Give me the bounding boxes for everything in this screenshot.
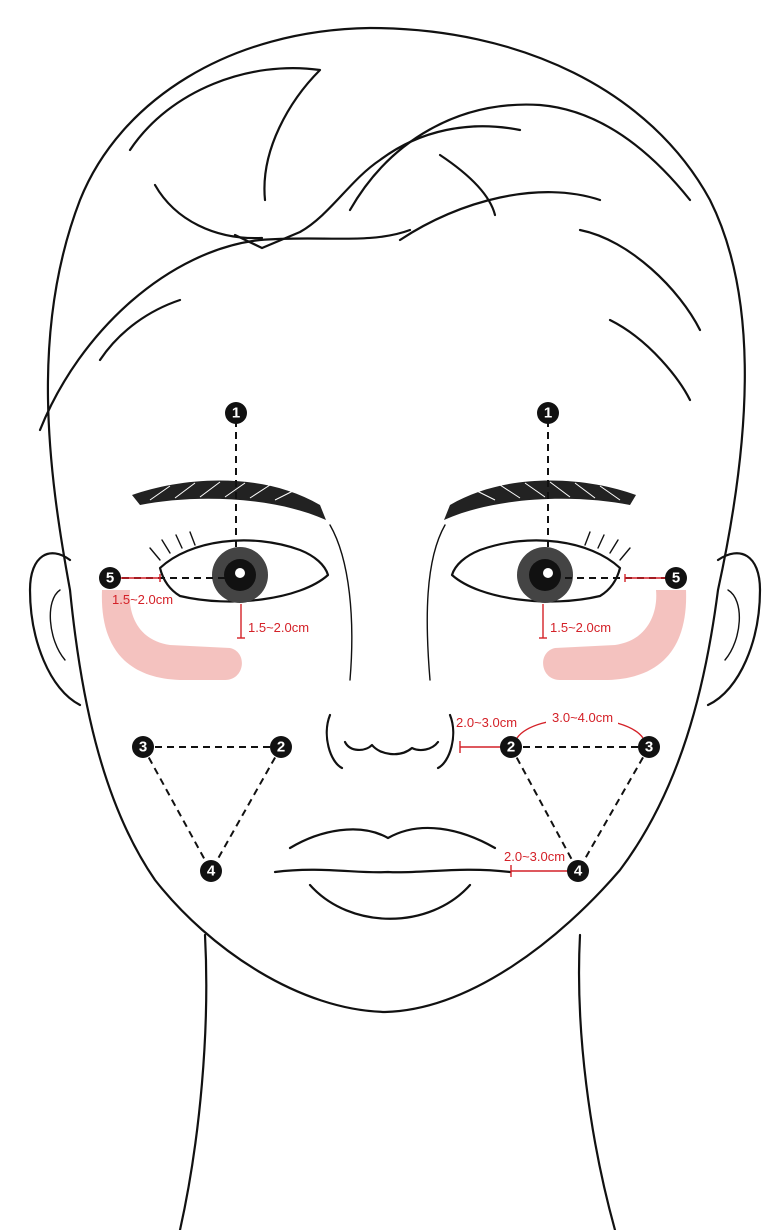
right-eye-highlight xyxy=(543,568,553,578)
left-eyelashes xyxy=(150,532,195,560)
neck-left xyxy=(180,935,206,1230)
svg-text:5: 5 xyxy=(672,570,680,587)
hair-line xyxy=(155,185,262,238)
left-ear xyxy=(30,553,80,705)
measure-label-left-corner: 1.5~2.0cm xyxy=(112,592,173,607)
left-ear-inner xyxy=(50,590,65,660)
point-marker-2-right: 2 xyxy=(500,736,522,758)
measure-label-left-pupil: 1.5~2.0cm xyxy=(248,620,309,635)
hair-line xyxy=(130,68,320,200)
nose-bridge-left xyxy=(330,525,352,680)
point-marker-2-left: 2 xyxy=(270,736,292,758)
left-eyebrow xyxy=(132,480,326,520)
svg-text:5: 5 xyxy=(106,570,114,587)
lip-line xyxy=(275,870,510,873)
right-eyelashes xyxy=(585,532,630,560)
point-marker-4-right: 4 xyxy=(567,860,589,882)
hair-line xyxy=(100,300,180,360)
upper-lip xyxy=(290,828,495,848)
hair-line xyxy=(610,320,690,400)
nose-bottom xyxy=(345,742,438,754)
nose-left-nostril xyxy=(327,715,342,768)
svg-text:4: 4 xyxy=(574,863,583,880)
svg-text:1: 1 xyxy=(232,405,240,422)
guide-right-3-to-4 xyxy=(578,747,649,871)
svg-text:1: 1 xyxy=(544,405,552,422)
point-marker-5-left: 5 xyxy=(99,567,121,589)
measure-label-mouth-to-4: 2.0~3.0cm xyxy=(504,849,565,864)
left-eye-highlight xyxy=(235,568,245,578)
measure-label-right-pupil: 1.5~2.0cm xyxy=(550,620,611,635)
point-marker-3-left: 3 xyxy=(132,736,154,758)
hair-line xyxy=(40,230,410,430)
right-ear xyxy=(708,553,760,705)
nose-bridge-right xyxy=(427,525,445,680)
point-marker-3-right: 3 xyxy=(638,736,660,758)
face-outline xyxy=(48,28,745,1012)
svg-text:2: 2 xyxy=(507,739,515,756)
point-marker-1-left: 1 xyxy=(225,402,247,424)
guide-left-2-to-4 xyxy=(211,747,281,871)
point-marker-4-left: 4 xyxy=(200,860,222,882)
right-eyebrow xyxy=(444,480,636,520)
neck-right xyxy=(579,935,615,1230)
measure-label-2-to-3: 3.0~4.0cm xyxy=(552,710,613,725)
hair-line xyxy=(580,230,700,330)
hair-line xyxy=(235,126,520,248)
svg-text:4: 4 xyxy=(207,863,216,880)
hair-line xyxy=(400,192,600,240)
svg-text:3: 3 xyxy=(645,739,653,756)
svg-text:3: 3 xyxy=(139,739,147,756)
point-marker-1-right: 1 xyxy=(537,402,559,424)
nose-right-nostril xyxy=(438,715,453,768)
right-ear-inner xyxy=(725,590,739,660)
lower-lip xyxy=(310,885,470,919)
svg-text:2: 2 xyxy=(277,739,285,756)
right-under-eye-zone xyxy=(543,590,686,680)
point-marker-5-right: 5 xyxy=(665,567,687,589)
guide-left-3-to-4 xyxy=(143,747,211,871)
measure-label-nose-to-2: 2.0~3.0cm xyxy=(456,715,517,730)
